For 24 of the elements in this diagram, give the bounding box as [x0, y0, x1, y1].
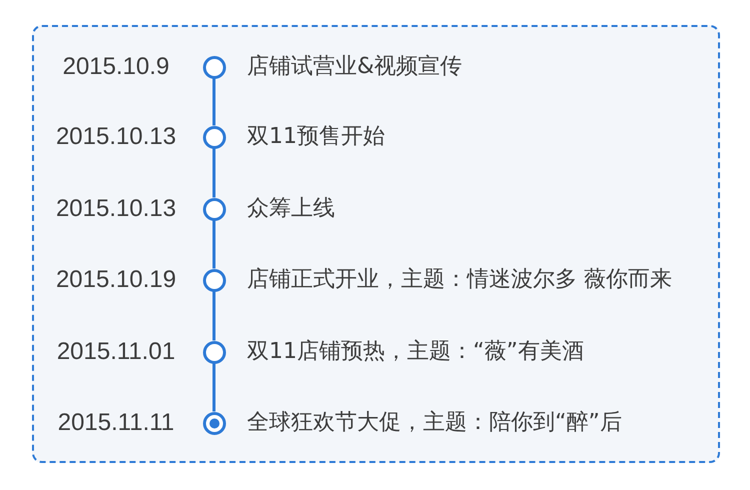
date-label: 2015.10.9: [62, 52, 170, 82]
timeline-panel: [32, 25, 720, 463]
date-label: 2015.10.13: [54, 194, 178, 224]
event-text: 店铺正式开业，主题：情迷波尔多 薇你而来: [247, 266, 672, 294]
ring-marker-icon: [202, 126, 226, 148]
event-text: 众筹上线: [247, 195, 335, 223]
event-text: 双11店铺预热，主题：“薇”有美酒: [247, 338, 584, 366]
timeline-line: [212, 220, 216, 268]
timeline-line: [212, 364, 216, 412]
ring-marker-icon: [202, 268, 226, 292]
timeline-line: [212, 148, 216, 198]
bullseye-marker-icon: [202, 412, 226, 434]
ring-marker-icon: [202, 198, 226, 220]
date-label: 2015.11.11: [56, 408, 176, 438]
event-text: 店铺试营业&视频宣传: [247, 53, 462, 81]
date-label: 2015.10.19: [54, 265, 178, 295]
ring-marker-icon: [202, 56, 226, 78]
timeline-line: [212, 292, 216, 340]
event-text: 全球狂欢节大促，主题：陪你到“醉”后: [247, 409, 622, 437]
timeline-line: [212, 78, 216, 126]
date-label: 2015.11.01: [56, 337, 176, 367]
ring-marker-icon: [202, 340, 226, 364]
event-text: 双11预售开始: [247, 123, 385, 151]
date-label: 2015.10.13: [54, 122, 178, 152]
